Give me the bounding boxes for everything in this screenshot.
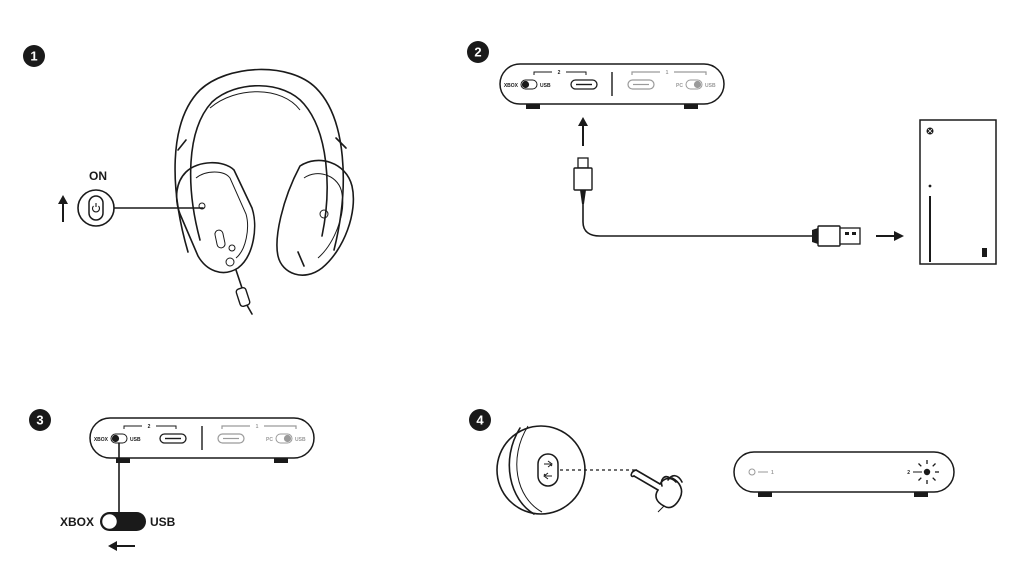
pairing-button [537, 453, 559, 487]
xbox-console [919, 119, 997, 265]
usb-dongle: 2 XBOX USB 1 PC USB [89, 417, 315, 463]
step-1: 1 [23, 45, 355, 315]
step-2-number: 2 [474, 45, 481, 60]
usb-dongle-front: 1 2 [733, 451, 955, 497]
switch-1-right-label: USB [295, 437, 306, 443]
step-3-badge [29, 409, 51, 431]
power-on-label: ON [89, 169, 107, 183]
switch-2-right-label: USB [540, 83, 551, 89]
step-2-badge [467, 41, 489, 63]
step-4-badge [469, 409, 491, 431]
power-switch [88, 195, 104, 221]
arrow-up-icon [578, 117, 588, 146]
earcup-closeup [496, 425, 586, 515]
pairing-icon [543, 460, 553, 480]
step-4: 4 [469, 409, 955, 515]
switch-xbox-label: XBOX [60, 515, 94, 529]
step-1-number: 1 [30, 49, 37, 64]
port-2-number: 2 [148, 424, 151, 430]
mode-switch-enlarged [100, 512, 146, 531]
usb-cable [573, 157, 861, 247]
hand-press-icon [630, 469, 683, 513]
step-3-number: 3 [36, 413, 43, 428]
step-2: 2 2 XBOX USB 1 PC USB [467, 41, 997, 265]
arrow-left-icon [108, 541, 135, 551]
usb-dongle: 2 XBOX USB 1 PC USB [499, 63, 725, 109]
headset-illustration [174, 68, 355, 315]
port-1-number: 1 [256, 424, 259, 430]
channel-1-led [748, 468, 756, 476]
switch-1-left-label: PC [676, 83, 683, 89]
switch-2-left-label: XBOX [504, 83, 519, 89]
step-3: 3 2 XBOX USB 1 PC USB [29, 409, 315, 551]
port-2-number: 2 [558, 70, 561, 76]
arrow-right-icon [876, 231, 904, 241]
switch-1-right-label: USB [705, 83, 716, 89]
power-icon [91, 203, 101, 213]
channel-2-label: 2 [907, 470, 910, 476]
port-1-number: 1 [666, 70, 669, 76]
switch-usb-label: USB [150, 515, 176, 529]
switch-2-right-label: USB [130, 437, 141, 443]
switch-2-left-label: XBOX [94, 437, 109, 443]
step-4-number: 4 [476, 413, 484, 428]
arrow-up-icon [58, 195, 68, 222]
step-1-badge [23, 45, 45, 67]
switch-1-left-label: PC [266, 437, 273, 443]
channel-1-label: 1 [771, 470, 774, 476]
channel-2-led-blinking-icon [918, 460, 939, 484]
